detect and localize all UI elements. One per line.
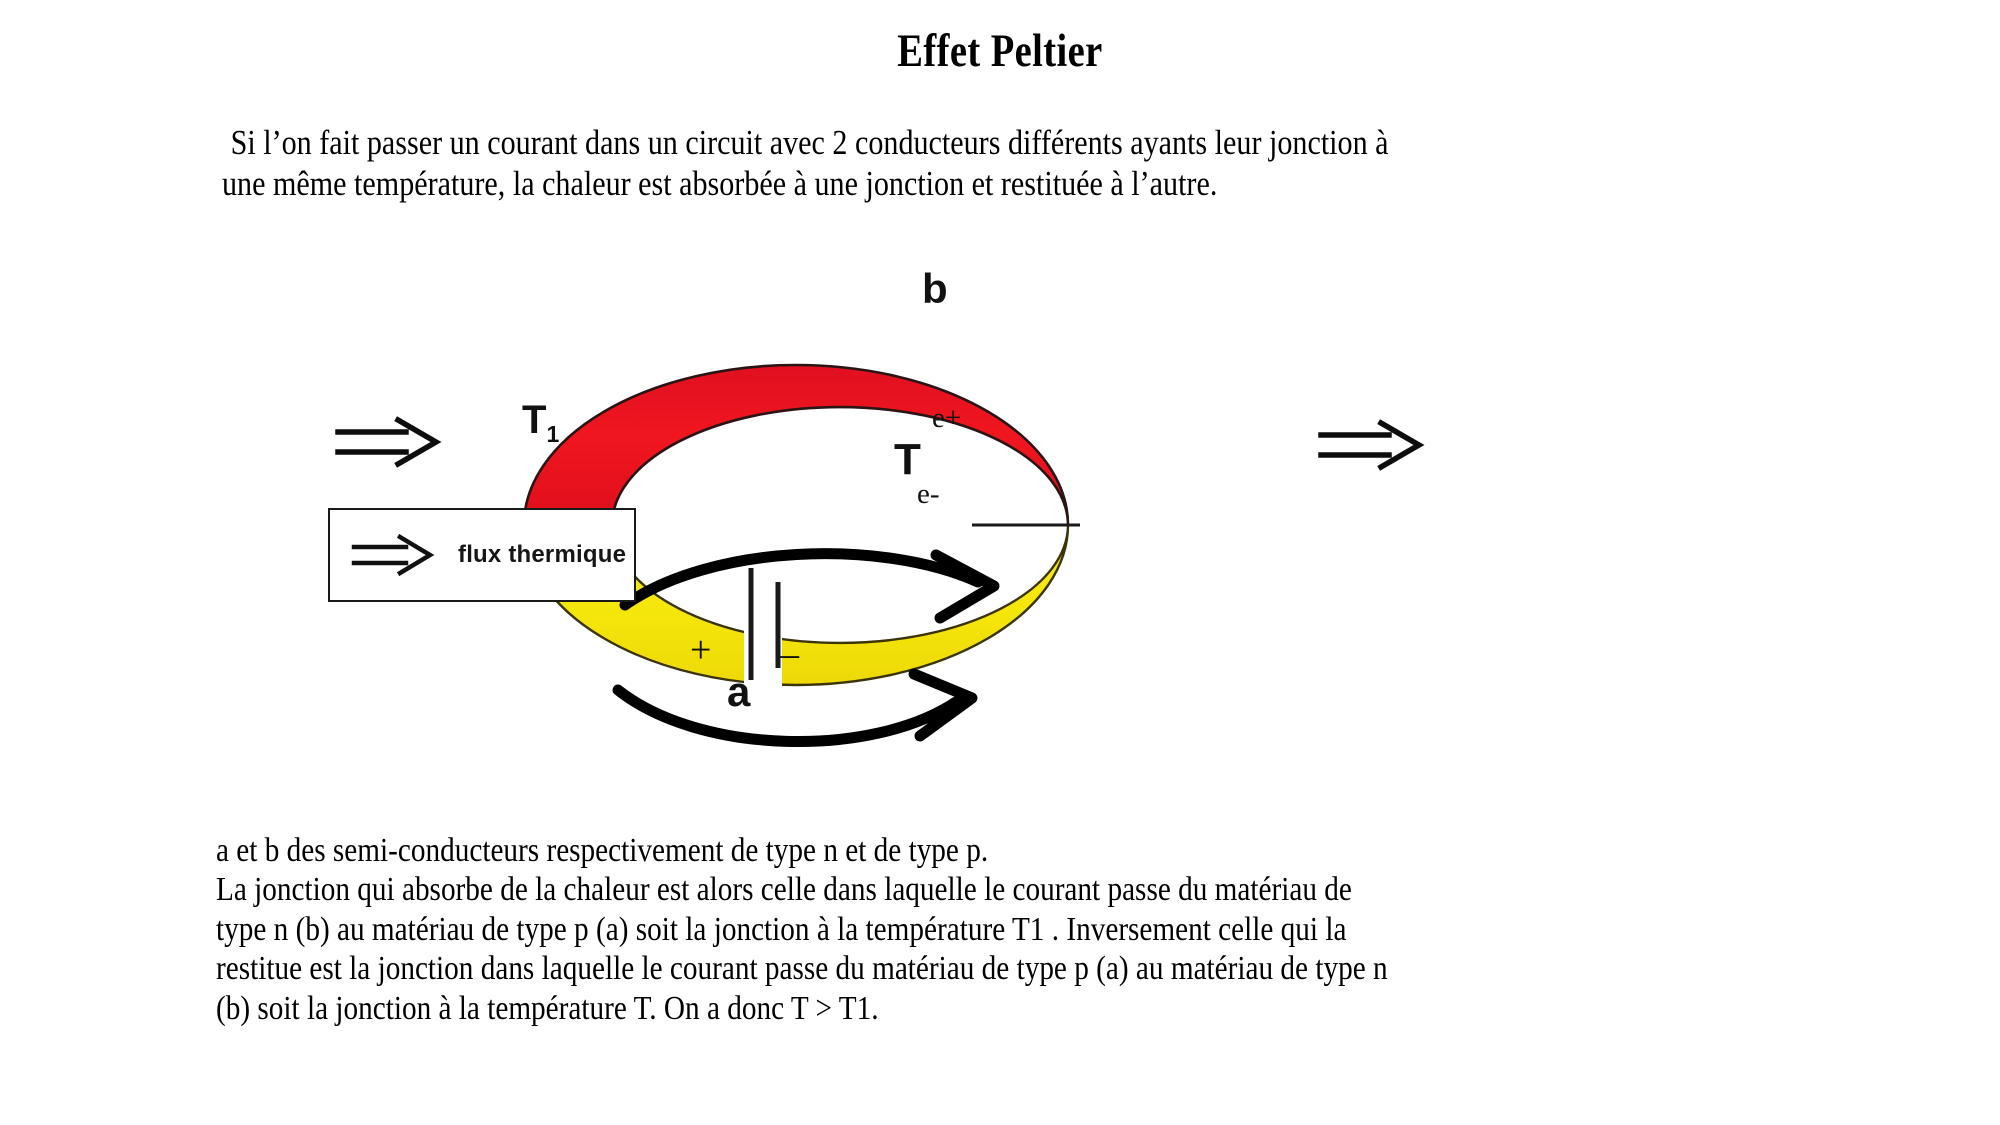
junction-left-temperature-label: T1 xyxy=(522,398,559,448)
junction-left-temperature-subscript: 1 xyxy=(546,421,560,447)
battery-positive-terminal-label: + xyxy=(690,629,712,671)
explanation-line-3: type n (b) au matériau de type p (a) soi… xyxy=(216,910,1347,948)
explanation-line-1: a et b des semi-conducteurs respectiveme… xyxy=(216,832,989,869)
conductor-b-red-band xyxy=(522,363,1070,527)
conductor-a-label: a xyxy=(727,668,751,715)
page-title: Effet Peltier xyxy=(897,25,1103,77)
explanation-paragraph: a et b des semi-conducteurs respectiveme… xyxy=(216,831,1678,1028)
intro-paragraph: Si l’on fait passer un courant dans un c… xyxy=(222,122,1632,205)
conductor-a-yellow-band xyxy=(522,523,1070,687)
junction-left-temperature-T: T xyxy=(522,398,547,442)
heat-flux-arrow-left xyxy=(332,410,452,474)
thermocouple-ring-svg xyxy=(516,363,1080,747)
heat-flux-legend-icon xyxy=(350,530,442,580)
intro-line-2: une même température, la chaleur est abs… xyxy=(222,164,1218,204)
legend-label: flux thermique xyxy=(458,541,627,568)
intro-line-1: Si l’on fait passer un courant dans un c… xyxy=(230,123,1389,162)
positive-carrier-label: e+ xyxy=(932,402,962,434)
current-arrow-upper xyxy=(619,548,1000,624)
current-arrow-lower xyxy=(612,668,978,747)
battery-symbol xyxy=(748,568,781,680)
heat-flux-arrow-right xyxy=(1315,413,1435,477)
explanation-line-4: restitue est la jonction dans laquelle l… xyxy=(216,950,1388,988)
negative-carrier-label: e- xyxy=(917,478,940,510)
peltier-effect-diagram: b a T1 T e+ e- + – flux thermique xyxy=(328,250,1500,790)
legend-box: flux thermique xyxy=(328,508,636,602)
conductor-b-label: b xyxy=(922,265,948,312)
explanation-line-2: La jonction qui absorbe de la chaleur es… xyxy=(216,871,1352,909)
battery-negative-terminal-label: – xyxy=(780,633,799,675)
explanation-line-5: (b) soit la jonction à la température T.… xyxy=(216,989,879,1027)
junction-right-temperature-label: T xyxy=(894,435,921,484)
